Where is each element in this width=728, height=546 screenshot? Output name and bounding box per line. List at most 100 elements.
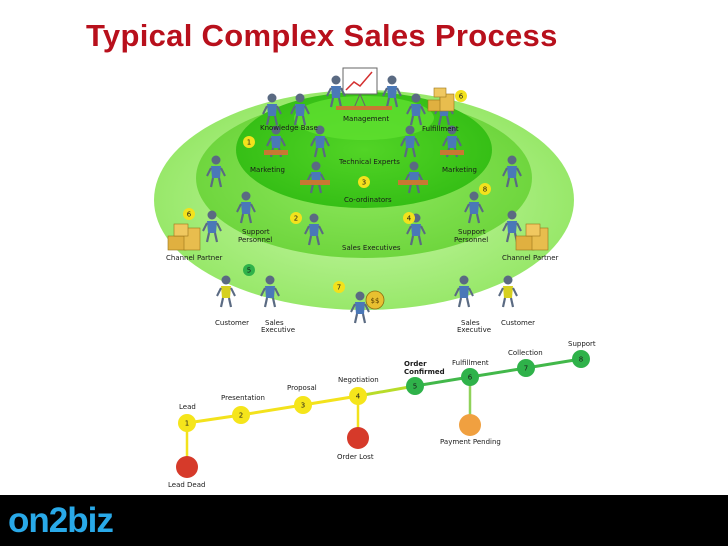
label-marketing-right: Marketing — [442, 166, 477, 174]
person-figure — [502, 155, 522, 188]
page-title: Typical Complex Sales Process — [86, 18, 558, 53]
label-management: Management — [343, 115, 389, 123]
timeline-stage-number: 7 — [524, 365, 528, 373]
label-channel-partner-left: Channel Partner — [166, 254, 223, 262]
on2biz-logo: on2biz — [8, 501, 114, 540]
label-knowledge-base: Knowledge Base — [260, 124, 318, 132]
timeline-stage-circle — [349, 387, 367, 405]
step-badge-number: 5 — [247, 267, 251, 275]
timeline-stage-circle — [406, 377, 424, 395]
person-figure — [304, 213, 324, 246]
channel-partner-boxes-right-icon — [515, 223, 549, 251]
timeline-stage-number: 1 — [185, 420, 189, 428]
money-bag-icon: $$ — [365, 290, 385, 310]
timeline-stage-label: Proposal — [287, 384, 317, 392]
person-figure — [290, 93, 310, 126]
person-figure — [406, 93, 426, 126]
presentation-board-icon — [342, 67, 378, 109]
channel-partner-boxes-left-icon — [167, 223, 201, 251]
person-figure — [350, 291, 370, 324]
timeline-outcome-circle — [347, 427, 369, 449]
svg-text:$$: $$ — [371, 297, 380, 305]
fulfillment-boxes-icon — [427, 87, 455, 112]
step-badge-circle — [333, 281, 345, 293]
timeline-outcome-label: Order Lost — [337, 453, 374, 461]
person-figure — [400, 125, 420, 158]
label-coordinators: Co-ordinators — [344, 196, 392, 204]
timeline-stage-number: 6 — [468, 374, 473, 382]
timeline-outcome-circle — [459, 414, 481, 436]
timeline-stage-number: 3 — [301, 402, 305, 410]
person-figure — [310, 125, 330, 158]
label-customer-left: Customer — [215, 319, 249, 327]
label-customer-right: Customer — [501, 319, 535, 327]
label-support-left-2: Personnel — [238, 236, 272, 244]
label-sales-exec-right-1: Sales — [461, 319, 480, 327]
step-badge-number: 1 — [247, 139, 251, 147]
timeline-stage-circle — [232, 406, 250, 424]
person-figure — [326, 75, 346, 108]
timeline-stage-circle — [517, 359, 535, 377]
step-badge-circle — [479, 183, 491, 195]
timeline-stage-circle — [461, 368, 479, 386]
timeline-connector — [186, 413, 242, 425]
step-badge-number: 6 — [459, 93, 464, 101]
step-badge-circle — [243, 136, 255, 148]
person-figure — [464, 191, 484, 224]
desks — [264, 106, 464, 185]
timeline-stage-number: 2 — [239, 412, 243, 420]
step-badge-number: 7 — [337, 284, 341, 292]
person-figure — [498, 275, 518, 308]
step-badge-circle — [243, 264, 255, 276]
person-figure — [260, 275, 280, 308]
label-technical-experts: Technical Experts — [338, 158, 400, 166]
timeline-stage-circle — [294, 396, 312, 414]
ring-labels: Management Knowledge Base Fulfillment Te… — [166, 115, 559, 334]
timeline-connector — [357, 384, 416, 398]
step-badge-number: 6 — [187, 211, 192, 219]
person-figure — [216, 275, 236, 308]
timeline-outcome-circle — [176, 456, 198, 478]
step-badge-number: 4 — [407, 215, 412, 223]
person-figure — [502, 210, 522, 243]
timeline-stage-label: Fulfillment — [452, 359, 489, 367]
label-support-right-1: Support — [458, 228, 486, 236]
core-ring — [294, 96, 434, 140]
footer-bar: on2biz — [0, 495, 728, 546]
timeline-stage-label: Support — [568, 340, 596, 348]
timeline-connector — [240, 403, 304, 417]
person-figure — [202, 210, 222, 243]
step-badge-circle — [290, 212, 302, 224]
person-figure — [206, 155, 226, 188]
person-figure — [236, 191, 256, 224]
timeline-stage-label: Lead — [179, 403, 196, 411]
label-fulfillment: Fulfillment — [422, 125, 459, 133]
label-sales-exec-left-1: Sales — [265, 319, 284, 327]
sales-timeline: 1Lead2Presentation3Proposal4Negotiation5… — [168, 340, 596, 489]
person-figure — [382, 75, 402, 108]
timeline-stage-label: Collection — [508, 349, 543, 357]
timeline-stage-number: 8 — [579, 356, 583, 364]
timeline-stage-number: 4 — [356, 393, 361, 401]
timeline-connector — [525, 357, 582, 370]
step-badge-circle — [455, 90, 467, 102]
label-support-right-2: Personnel — [454, 236, 488, 244]
step-badge-number: 3 — [362, 179, 366, 187]
label-marketing-left: Marketing — [250, 166, 285, 174]
label-sales-executives: Sales Executives — [342, 244, 401, 252]
step-badge-circle — [403, 212, 415, 224]
person-figure — [454, 275, 474, 308]
step-badge-number: 2 — [294, 215, 298, 223]
timeline-stage-label: Negotiation — [338, 376, 379, 384]
timeline-connector — [302, 394, 359, 407]
timeline-stage-number: 5 — [413, 383, 417, 391]
timeline-connector — [414, 375, 471, 388]
timeline-stage-circle — [178, 414, 196, 432]
step-badge-circle — [183, 208, 195, 220]
timeline-outcome-label: Lead Dead — [168, 481, 205, 489]
label-sales-exec-left-2: Executive — [261, 326, 295, 334]
timeline-connector — [469, 366, 527, 379]
person-figure — [262, 93, 282, 126]
